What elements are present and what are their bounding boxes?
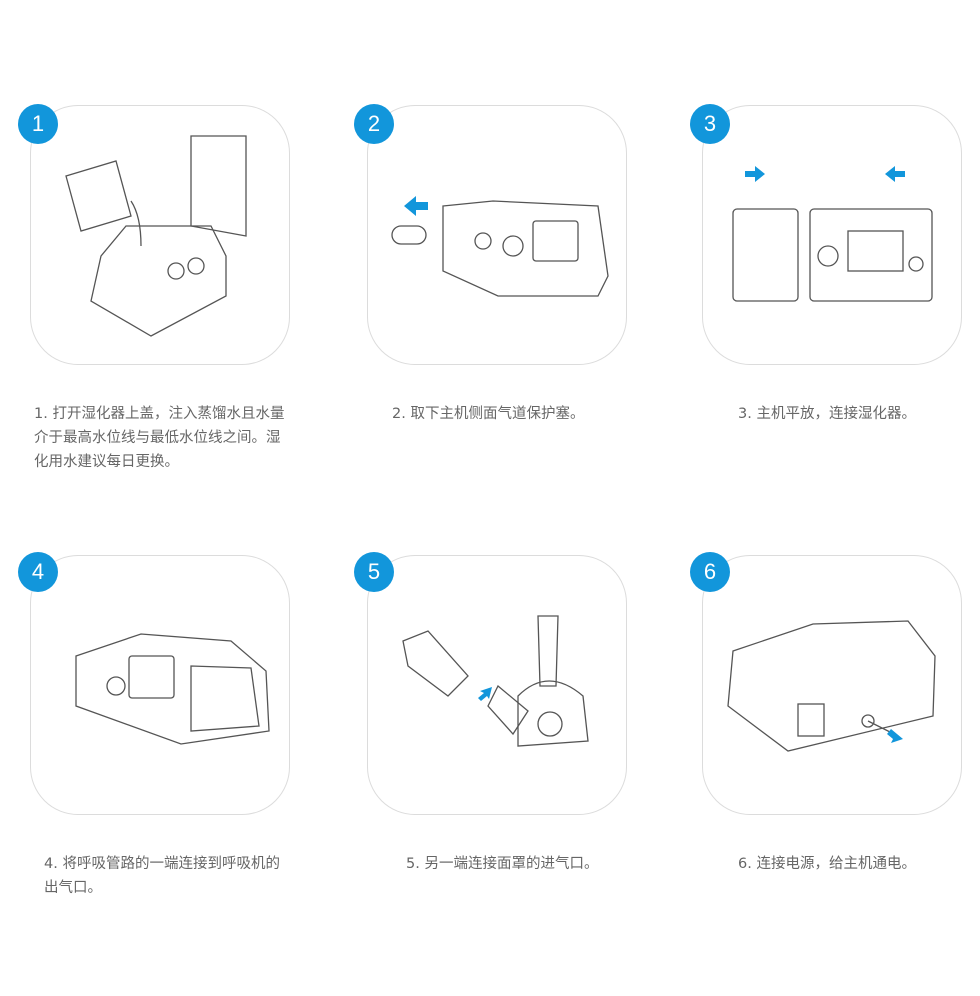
step-1-card: [30, 105, 290, 365]
connect-power-illustration: [727, 620, 936, 752]
step-5-badge: 5: [354, 552, 394, 592]
step-5-card: [367, 555, 627, 815]
arrow-right-icon: [745, 166, 765, 182]
arrow-icon: [478, 687, 492, 701]
connect-mask-illustration: [402, 615, 589, 747]
step-4-card: [30, 555, 290, 815]
step-3-badge: 3: [690, 104, 730, 144]
step-6-caption: 6. 连接电源，给主机通电。: [738, 856, 916, 872]
arrow-left-icon: [885, 166, 905, 182]
humidifier-fill-illustration: [65, 135, 247, 337]
step-6-card: [702, 555, 962, 815]
step-3-caption: 3. 主机平放，连接湿化器。: [738, 406, 916, 422]
step-5-caption: 5. 另一端连接面罩的进气口。: [406, 856, 599, 872]
connect-tube-illustration: [75, 633, 270, 745]
step-2-caption: 2. 取下主机侧面气道保护塞。: [392, 406, 585, 422]
step-4-caption: 4. 将呼吸管路的一端连接到呼吸机的出气口。: [44, 856, 280, 896]
step-1-caption: 1. 打开湿化器上盖，注入蒸馏水且水量介于最高水位线与最低水位线之间。湿化用水建…: [34, 406, 285, 470]
remove-plug-illustration: [391, 196, 609, 297]
step-6-badge: 6: [690, 552, 730, 592]
step-2-card: [367, 105, 627, 365]
arrow-icon: [887, 729, 903, 743]
arrow-left-icon: [404, 196, 428, 216]
step-4-badge: 4: [18, 552, 58, 592]
step-3-card: [702, 105, 962, 365]
step-1-badge: 1: [18, 104, 58, 144]
connect-humidifier-illustration: [732, 166, 933, 302]
step-2-badge: 2: [354, 104, 394, 144]
